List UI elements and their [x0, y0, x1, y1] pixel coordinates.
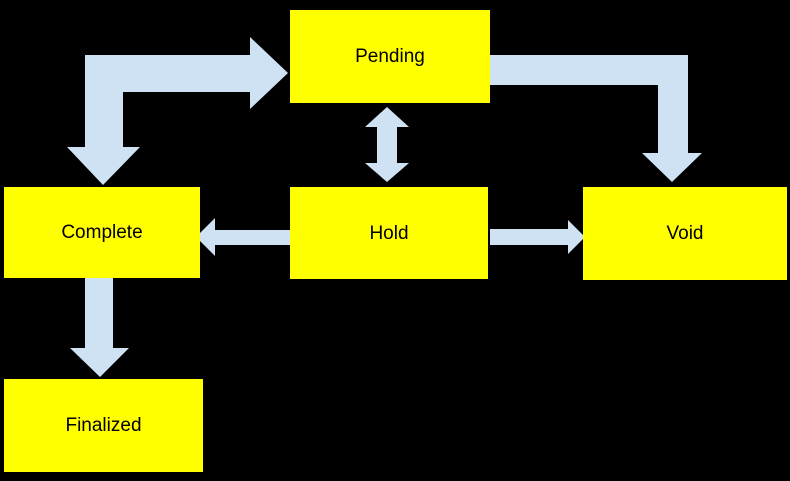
node-complete-label: Complete — [61, 222, 143, 243]
node-pending: Pending — [290, 10, 490, 103]
node-hold-label: Hold — [369, 222, 409, 244]
node-pending-label: Pending — [355, 46, 425, 67]
node-finalized-label: Finalized — [65, 415, 142, 436]
node-hold: Hold — [290, 187, 488, 279]
arrow-complete-to-pending — [85, 37, 288, 109]
arrow-hold-to-void — [490, 220, 585, 254]
node-void: Void — [583, 187, 787, 280]
arrow-pending-to-void — [490, 55, 702, 182]
arrow-pending-hold-bidirectional — [365, 107, 409, 182]
node-complete: Complete — [4, 187, 200, 278]
arrow-hold-to-complete — [196, 218, 290, 256]
node-finalized: Finalized — [4, 379, 203, 472]
arrow-complete-to-finalized — [70, 278, 129, 377]
arrow-pending-to-complete — [67, 55, 140, 185]
node-void-label: Void — [666, 223, 704, 244]
